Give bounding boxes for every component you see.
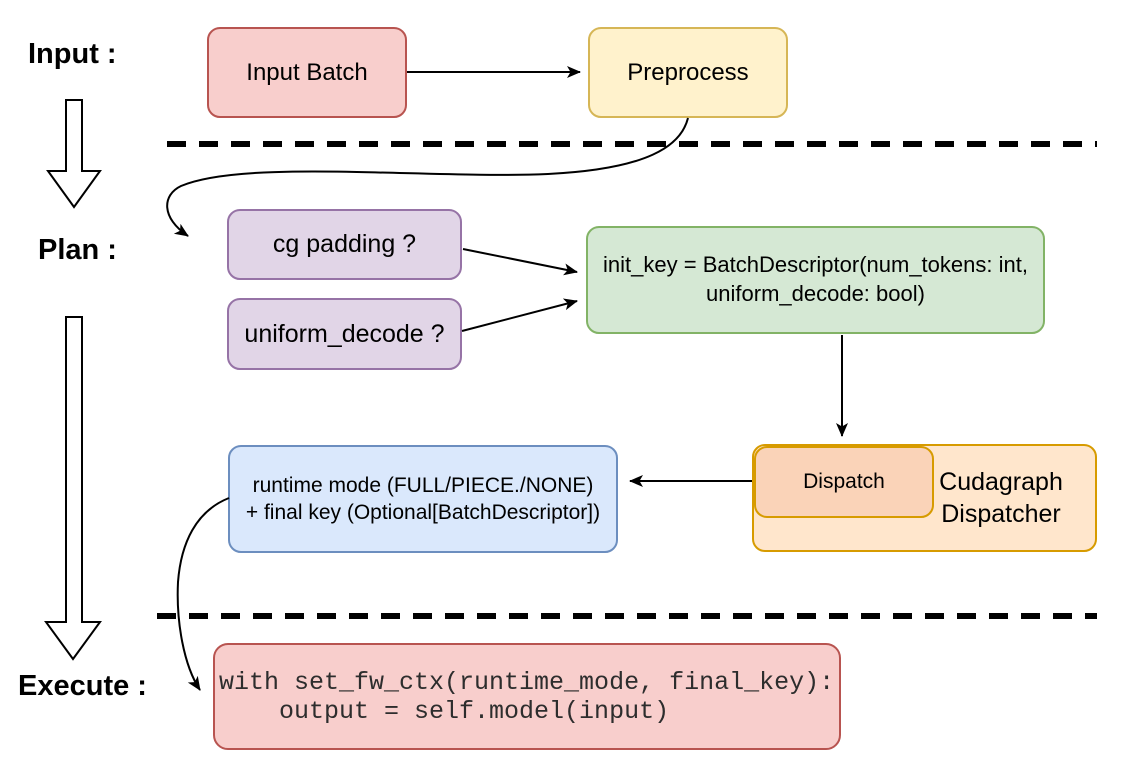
node-cudagraph-dispatcher-line1: Cudagraph [939, 467, 1063, 496]
execute-code-line1: with set_fw_ctx(runtime_mode, final_key)… [219, 667, 835, 697]
node-cg-padding: cg padding ? [227, 209, 462, 280]
section-label-execute: Execute : [18, 670, 147, 702]
node-runtime-mode: runtime mode (FULL/PIECE./NONE) + final … [228, 445, 618, 553]
node-execute-code: with set_fw_ctx(runtime_mode, final_key)… [213, 643, 841, 750]
node-input-batch: Input Batch [207, 27, 407, 118]
node-init-key-line1: init_key = BatchDescriptor(num_tokens: i… [603, 252, 1028, 278]
node-preprocess-label: Preprocess [627, 58, 749, 86]
execute-code-line2: output = self.model(input) [219, 696, 670, 726]
arrow-cgpadding-to-initkey [462, 248, 578, 276]
node-cg-padding-label: cg padding ? [272, 230, 417, 259]
section-label-input: Input : [28, 38, 117, 70]
node-dispatch-label: Dispatch [803, 470, 885, 494]
flow-arrow-input-to-plan [46, 99, 102, 209]
node-init-key-line2: uniform_decode: bool) [706, 281, 925, 306]
node-uniform-decode-label: uniform_decode ? [244, 319, 445, 348]
node-runtime-mode-line1: runtime mode (FULL/PIECE./NONE) [252, 473, 594, 497]
flow-arrow-plan-to-execute [44, 316, 102, 661]
node-init-key: init_key = BatchDescriptor(num_tokens: i… [586, 226, 1045, 334]
node-cudagraph-dispatcher-line2: Dispatcher [941, 500, 1061, 528]
section-label-plan: Plan : [38, 234, 117, 266]
node-input-batch-label: Input Batch [246, 58, 368, 86]
node-runtime-mode-line2: + final key (Optional[BatchDescriptor]) [245, 501, 601, 524]
node-dispatch: Dispatch [754, 446, 934, 518]
node-preprocess: Preprocess [588, 27, 788, 118]
node-uniform-decode: uniform_decode ? [227, 298, 462, 370]
arrow-uniformdecode-to-initkey [461, 298, 578, 332]
